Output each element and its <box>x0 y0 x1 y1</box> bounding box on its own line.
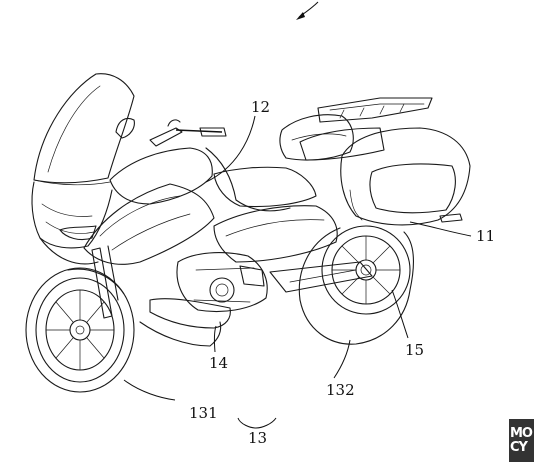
watermark-bottom: CY <box>510 440 528 455</box>
engine <box>139 252 268 347</box>
handlebar-assembly <box>115 117 227 147</box>
front-wheel <box>25 267 135 393</box>
label-11: 11 <box>476 227 495 245</box>
side-case <box>340 127 471 226</box>
rear-wheel <box>321 225 411 315</box>
leader-lines <box>123 115 472 429</box>
main-body <box>83 147 291 265</box>
front-fairing <box>31 181 113 265</box>
rear-tire-outline <box>298 227 414 345</box>
label-12: 12 <box>251 98 270 116</box>
label-131: 131 <box>189 404 218 422</box>
swing-arm <box>269 261 373 293</box>
rear-rack <box>299 97 433 161</box>
front-fork <box>91 245 119 319</box>
label-132: 132 <box>326 381 355 399</box>
label-14: 14 <box>209 354 228 372</box>
label-15: 15 <box>405 341 424 359</box>
watermark-logo: MO CY <box>509 419 534 462</box>
top-arrow <box>296 1 319 20</box>
rear-body <box>213 205 338 263</box>
windshield <box>33 73 135 186</box>
watermark-top: MO <box>510 426 533 441</box>
label-13: 13 <box>248 429 267 447</box>
